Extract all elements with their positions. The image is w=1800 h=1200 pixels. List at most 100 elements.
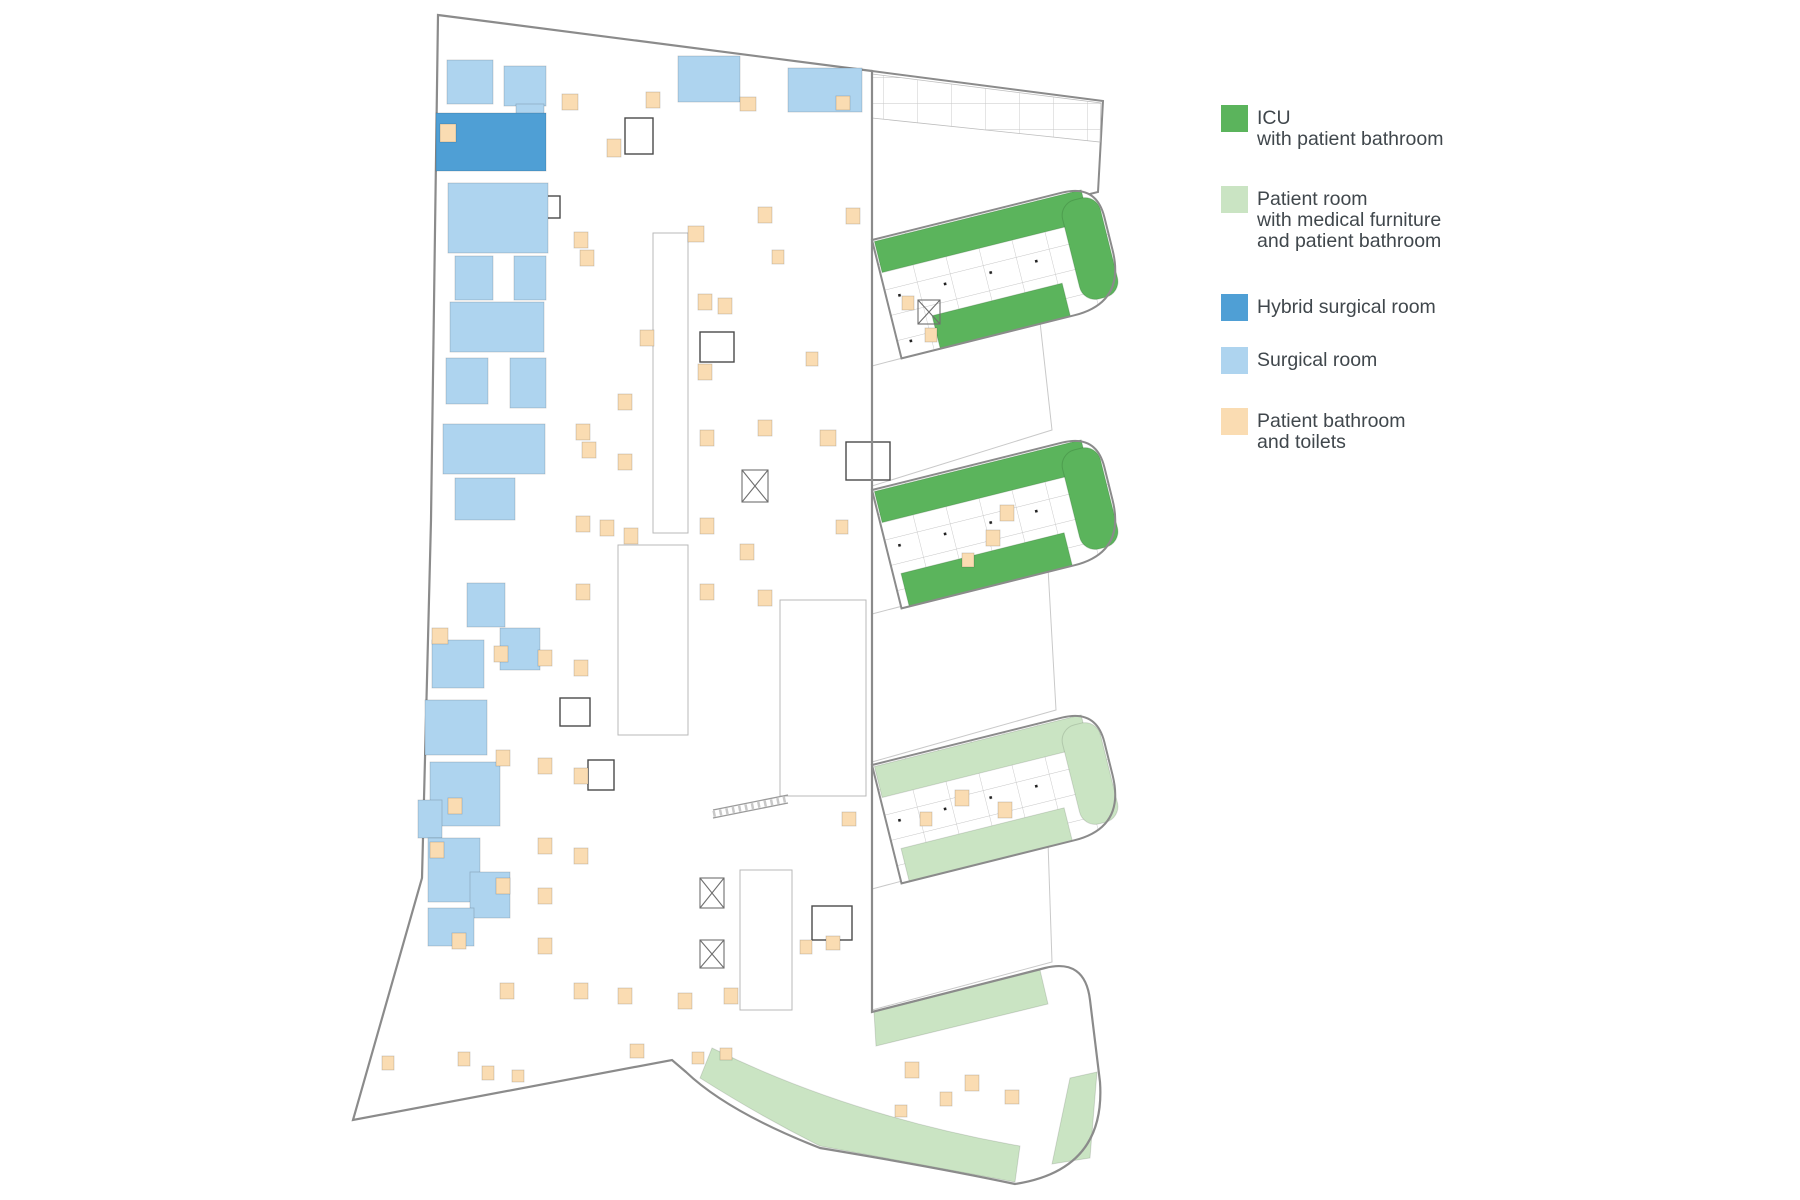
patient-band-end	[1051, 1071, 1098, 1165]
zone-bathroom	[699, 429, 715, 447]
zone-bathroom	[924, 327, 938, 343]
zone-bathroom	[629, 1043, 645, 1059]
zone-bathroom	[537, 649, 553, 667]
wing-3-patient	[870, 714, 1119, 885]
zone-bathroom	[499, 982, 515, 1000]
zone-bathroom	[699, 517, 715, 535]
elevator-cores	[699, 299, 941, 969]
zone-bathroom	[573, 767, 589, 785]
zone-surgical	[787, 67, 863, 113]
zone-bathroom	[447, 797, 463, 815]
zone-bathroom	[439, 123, 457, 143]
zone-bathroom	[697, 363, 713, 381]
zone-surgical	[677, 55, 741, 103]
zone-bathroom	[699, 583, 715, 601]
elevator-core	[699, 877, 725, 909]
zone-bathroom	[623, 527, 639, 545]
patient-band-end	[1061, 722, 1119, 825]
zone-bathroom	[964, 1074, 980, 1092]
zone-bathroom	[575, 423, 591, 441]
south-concourse	[739, 869, 793, 1011]
elevator-core	[917, 299, 941, 325]
zone-bathroom	[691, 1051, 705, 1065]
zone-bathroom	[381, 1055, 395, 1071]
zone-bathroom	[719, 1047, 733, 1061]
zone-bathroom	[985, 529, 1001, 547]
zone-bathroom	[606, 138, 622, 158]
icu-band-end	[1061, 197, 1119, 300]
wing-4-patient	[699, 969, 1098, 1183]
zone-bathroom	[904, 1061, 920, 1079]
zone-bathroom	[799, 939, 813, 955]
zone-bathroom	[639, 329, 655, 347]
zone-surgical	[417, 799, 443, 839]
zone-bathroom	[997, 801, 1013, 819]
zone-bathroom	[739, 543, 755, 561]
zone-bathroom	[999, 504, 1015, 522]
zone-bathroom	[573, 231, 589, 249]
zone-bathroom	[495, 749, 511, 767]
zone-bathroom	[1004, 1089, 1020, 1105]
zone-bathroom	[687, 225, 705, 243]
zone-surgical	[431, 639, 485, 689]
icu-band-end	[1061, 447, 1119, 550]
zone-bathroom	[451, 932, 467, 950]
elevator-core	[741, 469, 769, 503]
zone-bathroom	[617, 453, 633, 471]
zone-surgical	[424, 699, 488, 756]
zone-bathroom	[645, 91, 661, 109]
zone-surgical	[445, 357, 489, 405]
zone-bathroom	[511, 1069, 525, 1083]
zone-bathroom	[954, 789, 970, 807]
zone-bathroom	[537, 887, 553, 905]
zone-surgical	[446, 59, 494, 105]
zone-bathroom	[919, 811, 933, 827]
zone-bathroom	[493, 645, 509, 663]
zone-bathroom	[431, 627, 449, 645]
patient-band-south	[699, 1047, 1021, 1183]
footbridge	[712, 794, 789, 819]
zone-bathroom	[825, 935, 841, 951]
zone-bathroom	[575, 583, 591, 601]
colored-zones-layer	[381, 55, 1020, 1118]
zone-bathroom	[579, 249, 595, 267]
zone-bathroom	[617, 987, 633, 1005]
zone-bathroom	[845, 207, 861, 225]
zone-surgical	[447, 182, 549, 254]
zone-bathroom	[901, 295, 915, 311]
zone-bathroom	[599, 519, 615, 537]
zone-bathroom	[429, 841, 445, 859]
building-outline	[351, 13, 1102, 1186]
open-halls	[617, 232, 867, 1011]
zone-bathroom	[697, 293, 713, 311]
zone-surgical	[449, 301, 545, 353]
zone-bathroom	[739, 96, 757, 112]
zone-bathroom	[939, 1091, 953, 1107]
zone-bathroom	[961, 552, 975, 568]
zone-bathroom	[819, 429, 837, 447]
zone-bathroom	[835, 519, 849, 535]
elevator-core	[699, 939, 725, 969]
zone-bathroom	[617, 393, 633, 411]
zone-bathroom	[723, 987, 739, 1005]
zone-bathroom	[561, 93, 579, 111]
zone-bathroom	[717, 297, 733, 315]
zone-surgical	[427, 907, 475, 947]
zone-surgical	[442, 423, 546, 475]
zone-bathroom	[757, 419, 773, 437]
zone-surgical	[509, 357, 547, 409]
zone-surgical	[429, 761, 501, 827]
zone-bathroom	[495, 877, 511, 895]
zone-bathroom	[537, 757, 553, 775]
zone-surgical	[454, 255, 494, 301]
zone-surgical	[513, 255, 547, 301]
concourse-hall	[779, 599, 867, 797]
zone-bathroom	[677, 992, 693, 1010]
zone-bathroom	[457, 1051, 471, 1067]
zone-bathroom	[757, 589, 773, 607]
zone-bathroom	[573, 982, 589, 1000]
zone-bathroom	[481, 1065, 495, 1081]
zone-bathroom	[894, 1104, 908, 1118]
